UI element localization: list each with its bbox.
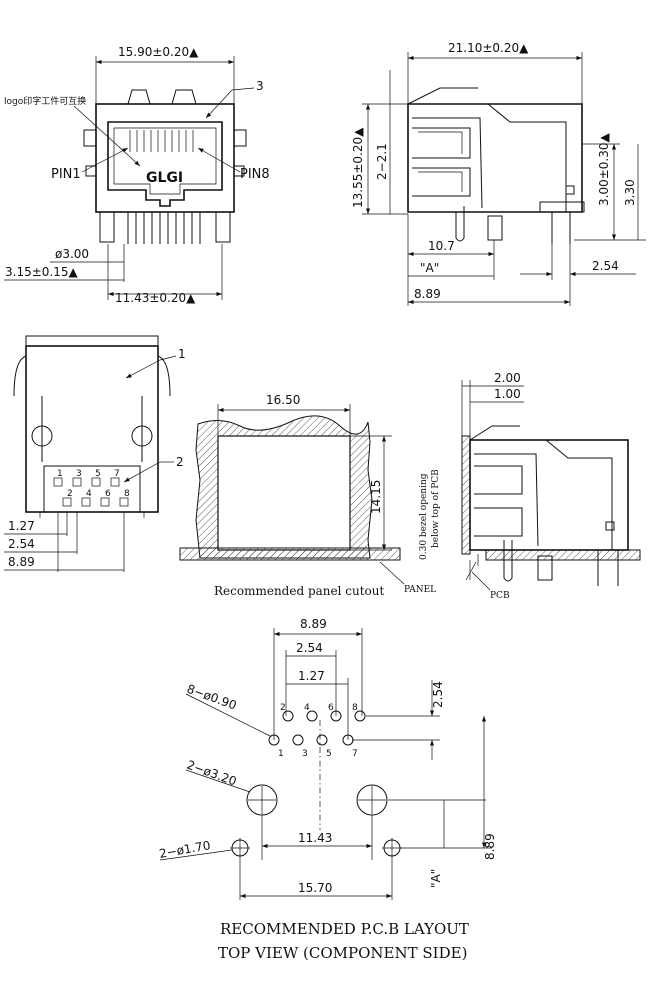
front-width-dim: 15.90±0.20▲ [118, 45, 199, 59]
bottom-pin-pads [53, 477, 129, 507]
layout-span-1143: 11.43 [298, 831, 332, 845]
side-leg-dim: 3.00±0.30▲ [597, 133, 611, 206]
hole-dia-dim: ø3.00 [55, 247, 89, 261]
front-view: 15.90±0.20▲ GLGI PIN1 PIN8 logo印字工件可互换 3 [4, 45, 270, 305]
dim-200: 2.00 [494, 371, 521, 385]
hole-offset-dim: 3.15±0.15▲ [5, 265, 78, 279]
layout-dim-254: 2.54 [296, 641, 323, 655]
brand-logo-text: GLGI [146, 170, 183, 186]
panel-label: PANEL [404, 585, 436, 595]
side-total-dim: 8.89 [414, 287, 441, 301]
layout-pin-6: 6 [328, 703, 334, 713]
panel-width-dim: 16.50 [266, 393, 300, 407]
layout-pin-4: 4 [304, 703, 310, 713]
callout-1: 1 [178, 347, 186, 361]
layout-pin-3: 3 [302, 749, 308, 759]
layout-span-1570: 15.70 [298, 881, 332, 895]
bottom-pin-2: 2 [67, 489, 73, 499]
dim-100: 1.00 [494, 387, 521, 401]
side-height-dim: 13.55±0.20▲ [351, 127, 365, 208]
bottom-view: 1 3 5 7 2 4 6 8 1 2 1.27 2.54 8.89 [4, 335, 186, 572]
layout-ref-a: "A" [429, 869, 443, 888]
bottom-pin-1: 1 [57, 469, 63, 479]
panel-cutout-view: 16.50 14.15 Recommended panel cutout 0.3… [179, 393, 510, 601]
layout-pin-5: 5 [326, 749, 332, 759]
pin1-label: PIN1 [51, 167, 81, 182]
side-ref-a: "A" [420, 261, 439, 275]
layout-title-1: RECOMMENDED P.C.B LAYOUT [220, 920, 469, 938]
side-view: 21.10±0.20▲ 13.55±0.20▲ 2−2.1 3.00±0.30▲… [351, 41, 646, 306]
layout-dim-254-v: 2.54 [431, 681, 445, 708]
layout-pin-2: 2 [280, 703, 286, 713]
side-leg-dim2: 3.30 [623, 179, 637, 206]
layout-dim-889: 8.89 [300, 617, 327, 631]
layout-dim-889-v: 8.89 [483, 833, 497, 860]
side-pitch-dim: 2.54 [592, 259, 619, 273]
bottom-dim-127: 1.27 [8, 519, 35, 533]
callout-3: 3 [256, 79, 264, 93]
logo-note: logo印字工件可互换 [4, 95, 86, 107]
bottom-pin-8: 8 [124, 489, 130, 499]
layout-title-2: TOP VIEW (COMPONENT SIDE) [218, 944, 467, 962]
bottom-pin-7: 7 [114, 469, 120, 479]
bottom-pin-4: 4 [86, 489, 92, 499]
layout-pin-1: 1 [278, 749, 284, 759]
bottom-pin-5: 5 [95, 469, 101, 479]
layout-pin-8: 8 [352, 703, 358, 713]
layout-big-hole-note: 2−ø3.20 [185, 758, 238, 789]
bezel-note-2: below top of PCB [431, 469, 441, 548]
callout-2: 2 [176, 455, 184, 469]
pcb-layout-view: 8.89 2.54 1.27 2 4 6 8 1 3 5 7 8−ø0.90 [158, 617, 497, 962]
pin8-label: PIN8 [240, 167, 270, 182]
bottom-pin-6: 6 [105, 489, 111, 499]
side-height-sub: 2−2.1 [375, 143, 389, 180]
bottom-dim-254: 2.54 [8, 537, 35, 551]
layout-pin-7: 7 [352, 749, 358, 759]
bottom-dim-889: 8.89 [8, 555, 35, 569]
side-length-dim: 21.10±0.20▲ [448, 41, 529, 55]
panel-height-dim: 14.15 [369, 480, 383, 514]
layout-dim-127: 1.27 [298, 669, 325, 683]
hole-span-dim: 11.43±0.20▲ [115, 291, 196, 305]
assembly-side-view: 2.00 1.00 [461, 371, 641, 586]
pcb-label: PCB [490, 591, 510, 601]
side-pin-dim: 10.7 [428, 239, 455, 253]
bottom-pin-3: 3 [76, 469, 82, 479]
layout-pin-hole-note: 8−ø0.90 [185, 682, 238, 713]
bezel-note-1: 0.30 bezel opening [419, 473, 429, 560]
panel-caption: Recommended panel cutout [214, 584, 384, 598]
layout-small-hole-note: 2−ø1.70 [158, 838, 211, 861]
